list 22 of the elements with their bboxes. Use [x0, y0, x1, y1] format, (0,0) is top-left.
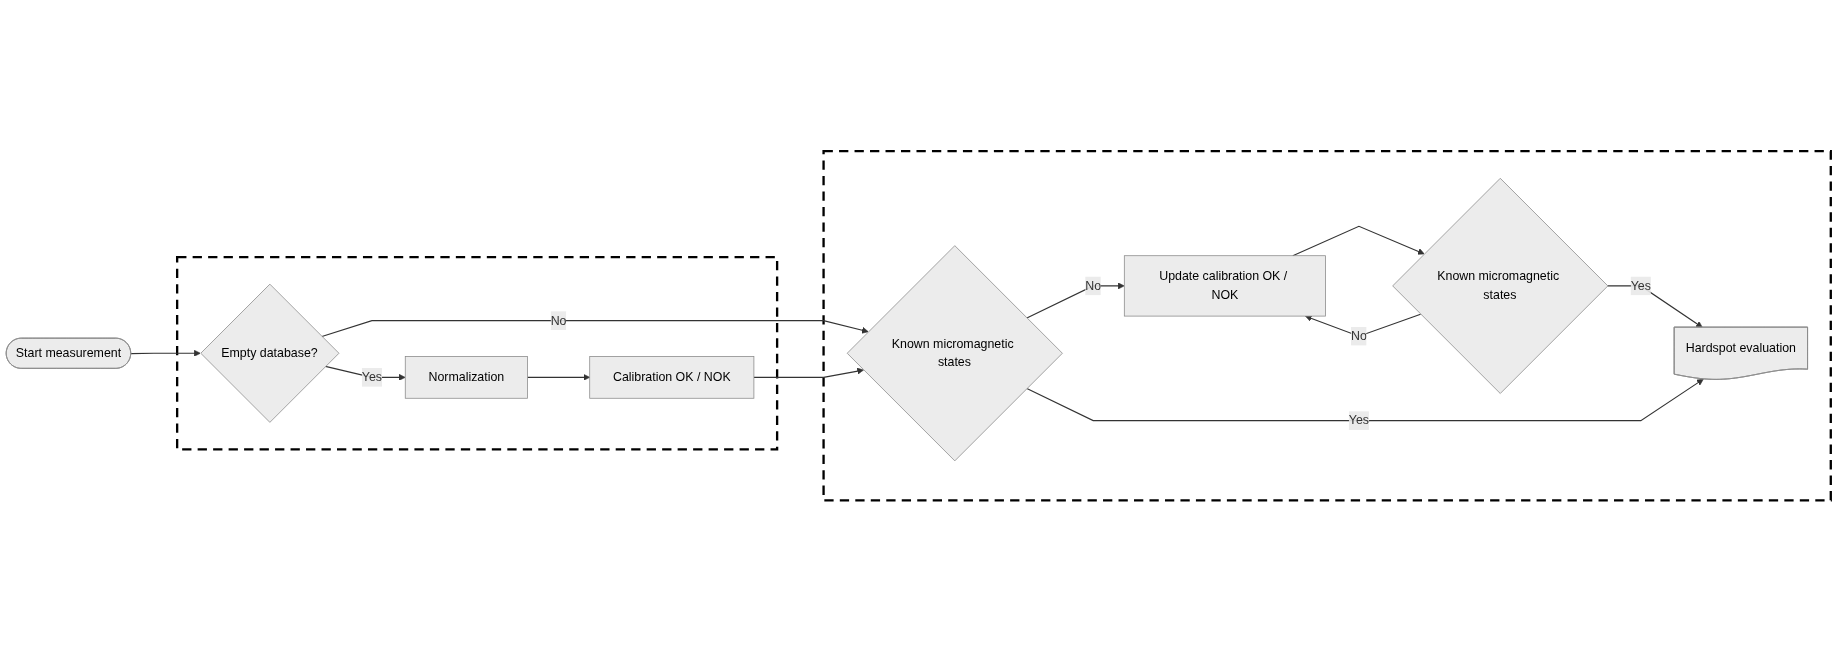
node-diamond: Known micromagnetic states [846, 244, 1063, 461]
node-box: Update calibration OK / NOK [1123, 255, 1326, 317]
node-box: Calibration OK / NOK [589, 355, 755, 399]
node-box: Normalization [404, 355, 528, 399]
cluster [822, 149, 1832, 502]
cluster [176, 255, 779, 451]
edge-label: No [1085, 278, 1102, 292]
arrow [1026, 378, 1704, 421]
edge-label: Yes [361, 370, 383, 384]
arrow [753, 367, 864, 378]
edge-label: No [550, 313, 567, 327]
edge-label: Yes [1348, 413, 1370, 427]
arrow [1606, 285, 1703, 328]
arrow [321, 319, 869, 337]
arrow [526, 373, 591, 381]
arrow [130, 349, 201, 357]
edge-label: Yes [1630, 278, 1651, 292]
arrow [1026, 282, 1125, 319]
edge-label: No [1351, 328, 1367, 343]
node-diamond: Known micromagnetic states [1392, 177, 1609, 394]
arrow [1292, 225, 1425, 256]
node-diamond: Empty database? [200, 283, 340, 423]
